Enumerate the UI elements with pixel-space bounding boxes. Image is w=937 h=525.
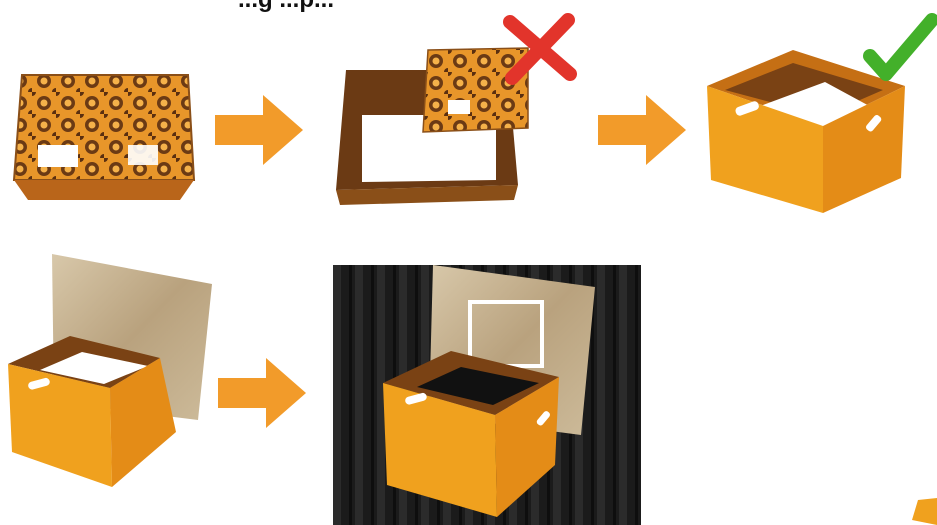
check-mark-icon: [862, 12, 937, 84]
page-title: ...g ...p...: [238, 0, 334, 14]
cross-mark-icon: [500, 12, 580, 84]
scene-render-image: [333, 265, 641, 525]
crate-with-board-image: [0, 252, 220, 492]
corner-fragment-image: [912, 498, 937, 525]
box-with-lid-image: [328, 50, 528, 210]
arrow-right-icon: [218, 358, 308, 428]
arrow-right-icon: [598, 95, 688, 165]
lattice-crate-image: [8, 70, 198, 205]
arrow-right-icon: [215, 95, 305, 165]
